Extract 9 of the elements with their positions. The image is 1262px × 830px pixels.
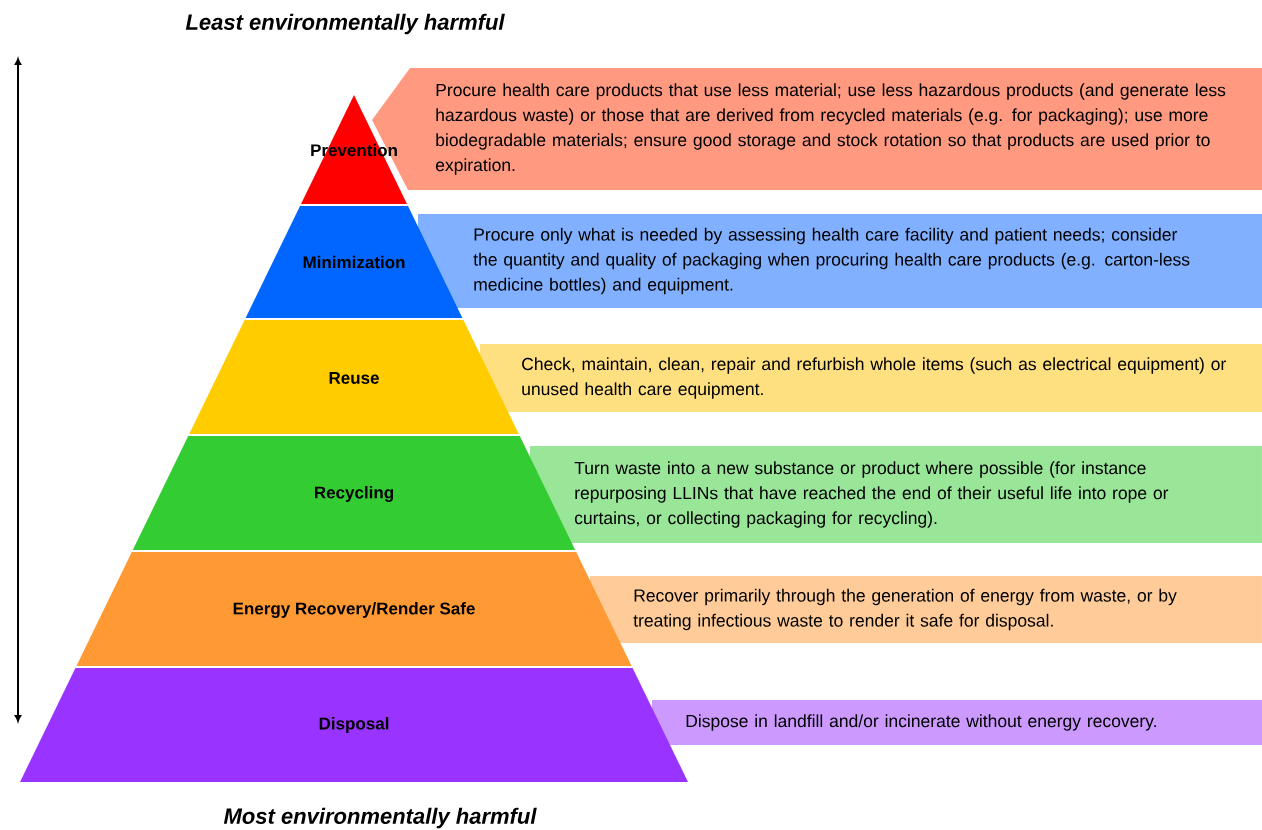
description-box: Procure only what is needed by assessing health care facility and patient needs; consider the quantity and quality of packaging when procuring health care products (e.g. carton-less medicine bottles) and equipment. — [418, 214, 1262, 308]
description-box: Turn waste into a new substance or product where possible (for instance repurposing LLINs that have reached the end of their useful life into rope or curtains, or collecting packaging for recycling). — [530, 446, 1262, 543]
pyramid-tier: Minimization — [245, 206, 463, 318]
description-box: Check, maintain, clean, repair and refurbish whole items (such as electrical equipment) or unused health care equipment. — [480, 344, 1262, 412]
pyramid-tier: Reuse — [189, 320, 519, 434]
heading: Most environmentally harmful — [223, 807, 537, 829]
description-box: Recover primarily through the generation of energy from waste, or by treating infectious waste to render it safe for disposal. — [590, 576, 1262, 643]
heading: Least environmentally harmful — [185, 13, 505, 35]
description-box: Dispose in landfill and/or incinerate without energy recovery. — [652, 700, 1262, 745]
